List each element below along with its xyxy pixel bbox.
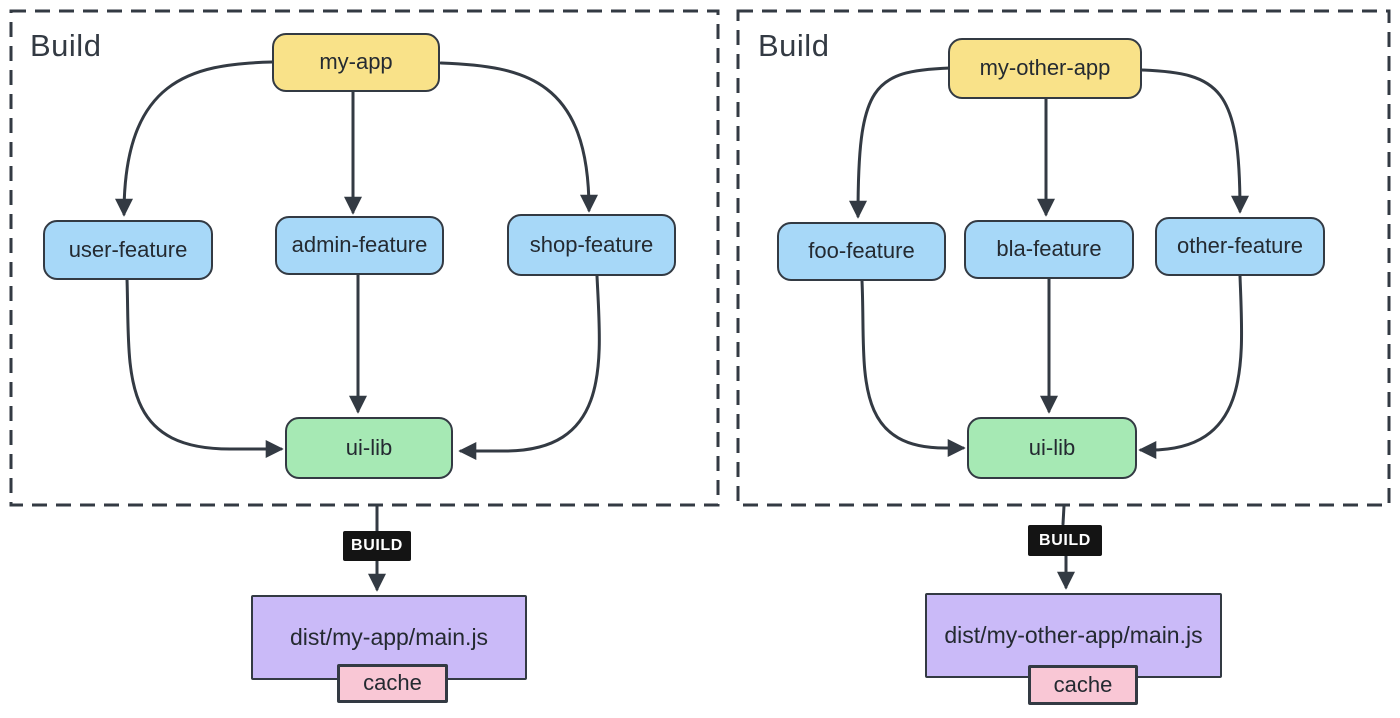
- edge-ui-lib-to-build-right: [1061, 504, 1066, 526]
- node-dist-my-app: dist/my-app/main.js: [251, 595, 527, 680]
- edge-shop-feature-to-ui-lib: [458, 274, 601, 460]
- node-bla-feature: bla-feature: [964, 220, 1134, 279]
- node-user-feature: user-feature: [43, 220, 213, 280]
- node-other-feature: other-feature: [1155, 217, 1325, 276]
- node-cache-left: cache: [337, 664, 448, 703]
- node-admin-feature: admin-feature: [275, 216, 444, 275]
- build-edge-badge-right-label: BUILD: [1039, 531, 1091, 549]
- node-cache-left-label: cache: [363, 670, 422, 696]
- node-ui-lib-left: ui-lib: [285, 417, 453, 479]
- node-my-app-label: my-app: [319, 49, 393, 75]
- edge-user-feature-to-ui-lib: [125, 277, 284, 458]
- node-cache-right: cache: [1028, 665, 1138, 705]
- node-dist-my-other-app-label: dist/my-other-app/main.js: [944, 621, 1203, 648]
- build-group-right-title: Build: [758, 28, 830, 63]
- node-my-other-app-label: my-other-app: [979, 55, 1111, 81]
- node-shop-feature-label: shop-feature: [529, 231, 654, 257]
- edge-my-other-app-to-other-feature: [1140, 68, 1249, 214]
- node-dist-my-app-label: dist/my-app/main.js: [289, 623, 489, 650]
- node-cache-right-label: cache: [1053, 671, 1113, 697]
- build-edge-badge-left: BUILD: [343, 531, 411, 561]
- node-bla-feature-label: bla-feature: [996, 236, 1102, 262]
- edge-my-app-to-shop-feature: [439, 61, 598, 213]
- node-ui-lib-left-label: ui-lib: [345, 434, 393, 460]
- node-my-app: my-app: [272, 33, 440, 92]
- node-user-feature-label: user-feature: [68, 236, 188, 262]
- edge-my-other-app-to-foo-feature: [849, 66, 952, 219]
- build-edge-badge-right: BUILD: [1028, 525, 1102, 556]
- edge-other-feature-to-ui-lib: [1138, 274, 1244, 459]
- node-ui-lib-right-label: ui-lib: [1028, 434, 1076, 460]
- node-ui-lib-right: ui-lib: [967, 417, 1137, 479]
- node-shop-feature: shop-feature: [507, 214, 676, 276]
- edge-my-app-to-user-feature: [115, 60, 274, 217]
- build-group-left-title: Build: [30, 28, 102, 63]
- edge-foo-feature-to-ui-lib: [860, 279, 966, 457]
- node-dist-my-other-app: dist/my-other-app/main.js: [925, 593, 1222, 678]
- build-edge-badge-left-label: BUILD: [351, 537, 403, 554]
- node-foo-feature: foo-feature: [777, 222, 946, 281]
- node-admin-feature-label: admin-feature: [291, 232, 428, 258]
- node-other-feature-label: other-feature: [1177, 233, 1303, 259]
- node-my-other-app: my-other-app: [948, 38, 1142, 99]
- node-foo-feature-label: foo-feature: [808, 238, 915, 264]
